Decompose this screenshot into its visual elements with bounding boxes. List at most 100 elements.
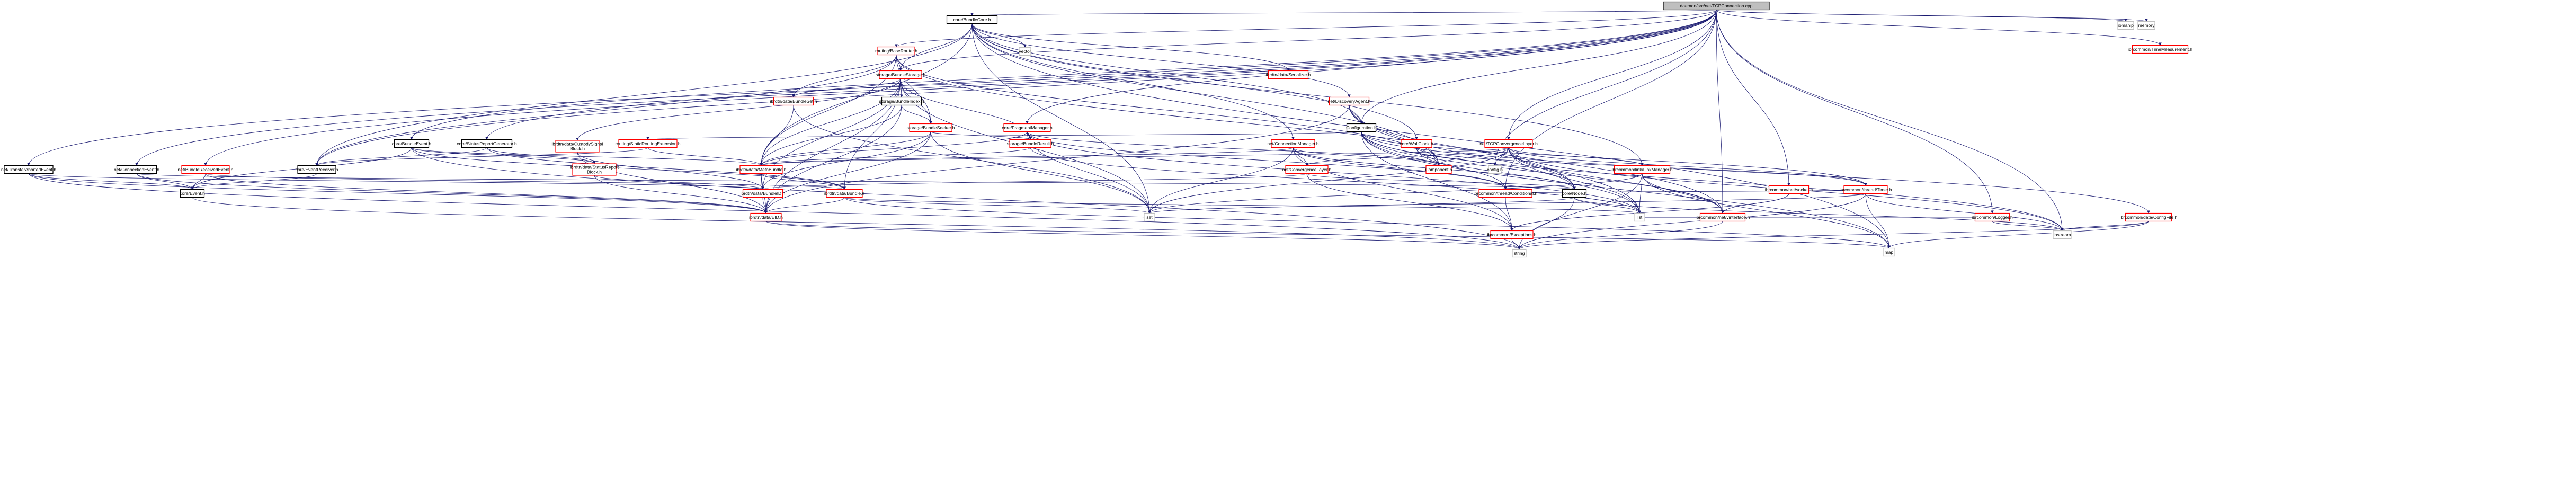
node-socket[interactable]: ibrcommon/net/socket.h <box>1765 185 1813 194</box>
node-box <box>572 163 617 176</box>
node-timer[interactable]: ibrcommon/thread/Timer.h <box>1840 185 1892 194</box>
node-box <box>1478 189 1532 198</box>
edge-bundlecore-to-wallclock <box>971 23 1418 140</box>
edge-bundleset-to-metabundle <box>760 105 794 166</box>
node-box <box>1329 96 1370 106</box>
edge-linkmanager-to-list <box>1638 173 1643 214</box>
edge-exceptions-to-string <box>1511 238 1521 250</box>
node-label: string <box>1514 251 1525 256</box>
edge-connectionevent-to-event <box>136 173 194 190</box>
node-box <box>946 15 998 24</box>
node-label: ibrcommon/TimeMeasurement.h <box>2128 47 2192 52</box>
node-bundlecore[interactable]: core/BundleCore.h <box>946 15 998 24</box>
node-vinterface[interactable]: ibrcommon/net/vinterface.h <box>1696 212 1750 222</box>
node-tcpconvergencelayer[interactable]: net/TCPConvergenceLayer.h <box>1479 139 1538 148</box>
node-event[interactable]: core/Event.h <box>180 189 205 198</box>
edge-convergencelayer-to-bundleid <box>761 173 1307 190</box>
edge-fragmentmanager-to-component <box>1027 131 1440 166</box>
edge-statusreportgenerator-to-bundle <box>486 147 846 190</box>
edge-bundle-to-map <box>844 197 1891 249</box>
node-box <box>2132 45 2189 54</box>
node-transferabortedevent[interactable]: net/TransferAbortedEvent.h <box>1 165 56 174</box>
node-configfile[interactable]: ibrcommon/data/ConfigFile.h <box>2120 212 2178 222</box>
node-box <box>1843 185 1888 194</box>
edge-root-to-connectionevent <box>135 10 1717 166</box>
node-map: map <box>1883 247 1895 257</box>
node-convergencelayer[interactable]: net/ConvergenceLayer.h <box>1282 165 1332 174</box>
node-bundleid[interactable]: ibrdtn/data/BundleID.h <box>741 189 786 198</box>
edge-baserouter-to-component <box>896 55 1440 166</box>
node-label: ibrcommon/thread/Timer.h <box>1840 187 1892 192</box>
edge-bundleseeker-to-eid <box>764 131 931 214</box>
node-bundleresult[interactable]: storage/BundleResult.h <box>1007 139 1054 148</box>
node-connectionmanager[interactable]: net/ConnectionManager.h <box>1267 139 1319 148</box>
node-statusreportgenerator[interactable]: core/StatusReportGenerator.h <box>457 139 517 148</box>
edge-bundleseeker-to-bundleid <box>761 131 931 190</box>
node-box <box>1425 165 1452 174</box>
node-exceptions[interactable]: ibrcommon/Exceptions.h <box>1487 230 1537 239</box>
node-component[interactable]: Component.h <box>1425 165 1452 174</box>
node-eventreceiver[interactable]: core/EventReceiver.h <box>296 165 338 174</box>
node-label: routing/BaseRouter.h <box>875 48 917 54</box>
edge-bundle-to-set <box>844 197 1151 214</box>
node-bundleset[interactable]: ibrdtn/data/BundleSet.h <box>770 96 817 106</box>
edge-root-to-tcpconvergencelayer <box>1507 10 1717 140</box>
node-bundleindex[interactable]: storage/BundleIndex.h <box>879 96 924 106</box>
edge-connectionmanager-to-conditional <box>1293 147 1507 190</box>
node-wallclock[interactable]: core/WallClock.h <box>1400 139 1433 148</box>
node-logger[interactable]: ibrcommon/Logger.h <box>1972 212 2013 222</box>
edge-configfile-to-string <box>1518 221 2149 250</box>
node-box <box>1663 1 1770 11</box>
node-staticroutingextension[interactable]: routing/StaticRoutingExtension.h <box>615 139 681 148</box>
node-root[interactable]: daemon/src/net/TCPConnection.cpp <box>1663 1 1770 11</box>
node-bundle[interactable]: ibrdtn/data/Bundle.h <box>824 189 864 198</box>
node-conditional[interactable]: ibrcommon/thread/Conditional.h <box>1474 189 1538 198</box>
edge-connectionmanager-to-component <box>1293 147 1440 166</box>
edge-configfile-to-map <box>1887 221 2149 249</box>
edge-root-to-timemeasurement <box>1716 10 2162 46</box>
edge-bundleevent-to-bundle <box>411 147 846 190</box>
node-box <box>879 70 922 79</box>
node-linkmanager[interactable]: ibrcommon/link/LinkManager.h <box>1611 165 1673 174</box>
edge-configuration-to-staticroutingextension <box>647 131 1362 140</box>
node-box <box>877 46 915 56</box>
node-box <box>2125 212 2172 222</box>
node-bundleseeker[interactable]: storage/BundleSeeker.h <box>907 123 955 132</box>
node-box <box>826 189 863 198</box>
node-box <box>1285 165 1329 174</box>
edge-connectionmanager-to-exceptions <box>1293 147 1513 232</box>
edge-statusreportblock-to-eid <box>594 175 768 214</box>
edge-bundlestorage-to-metabundle <box>760 78 901 166</box>
edge-eid-to-map <box>765 221 1891 249</box>
node-label: Block.h <box>587 170 602 175</box>
edge-root-to-vinterface <box>1716 10 1724 214</box>
node-label: iostream <box>2054 232 2071 237</box>
node-metabundle[interactable]: ibrdtn/data/MetaBundle.h <box>736 165 787 174</box>
node-bundleevent[interactable]: core/BundleEvent.h <box>392 139 431 148</box>
node-configuration[interactable]: Configuration.h <box>1346 123 1377 132</box>
node-label: net/DiscoveryAgent.h <box>1328 99 1371 104</box>
edge-custodysignalblock-to-eid <box>577 152 768 214</box>
node-serializer[interactable]: ibrdtn/data/Serializer.h <box>1266 70 1311 79</box>
edge-socket-to-exceptions <box>1510 193 1789 232</box>
node-fragmentmanager[interactable]: core/FragmentManager.h <box>1002 123 1053 132</box>
node-baserouter[interactable]: routing/BaseRouter.h <box>875 46 917 56</box>
node-box <box>1019 47 1031 56</box>
nodes-layer: daemon/src/net/TCPConnection.cpp core/Bun… <box>1 1 2192 258</box>
node-label: ibrdtn/data/CustodySignal <box>551 141 603 147</box>
edge-bundlecore-to-set <box>971 23 1151 214</box>
node-box <box>461 139 513 148</box>
node-bundlereceivedevent[interactable]: net/BundleReceivedEvent.h <box>178 165 234 174</box>
node-eid[interactable]: ibrdtn/data/EID.h <box>749 212 783 222</box>
node-connectionevent[interactable]: net/ConnectionEvent.h <box>114 165 159 174</box>
edge-statusreportgenerator-to-eventreceiver <box>315 147 487 166</box>
node-timemeasurement[interactable]: ibrcommon/TimeMeasurement.h <box>2128 45 2192 54</box>
node-box <box>1271 139 1315 148</box>
edge-tcpconvergencelayer-to-timer <box>1508 147 1867 186</box>
node-discoveryagent[interactable]: net/DiscoveryAgent.h <box>1328 96 1371 106</box>
node-bundlestorage[interactable]: storage/BundleStorage.h <box>876 70 925 79</box>
node-box <box>116 165 157 174</box>
node-node[interactable]: core/Node.h <box>1562 189 1587 198</box>
